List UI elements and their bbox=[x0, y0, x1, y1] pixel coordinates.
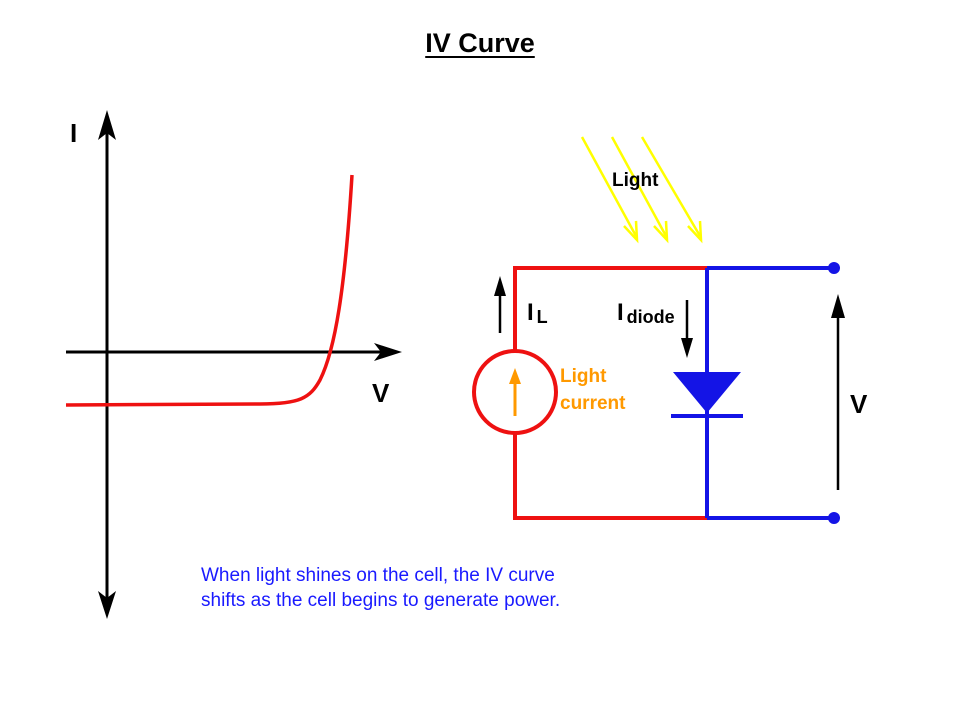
light-ray-3 bbox=[640, 136, 702, 237]
iv-graph: I V bbox=[65, 110, 402, 619]
terminal-bottom bbox=[828, 512, 840, 524]
caption: When light shines on the cell, the IV cu… bbox=[201, 563, 721, 613]
light-label: Light bbox=[612, 170, 659, 191]
voltage-arrow-head bbox=[831, 294, 845, 318]
light-ray-1 bbox=[580, 136, 638, 237]
voltage-label: V bbox=[850, 389, 868, 419]
light-current-label-line1: Light bbox=[560, 366, 607, 387]
caption-line-1: When light shines on the cell, the IV cu… bbox=[201, 565, 555, 586]
terminal-top bbox=[828, 262, 840, 274]
iv-curve bbox=[65, 174, 354, 407]
source-arrow-head bbox=[509, 368, 521, 384]
light-rays bbox=[580, 136, 703, 244]
y-axis-arrow-up bbox=[98, 110, 116, 140]
light-ray-3-head bbox=[687, 220, 703, 244]
blue-wiring bbox=[705, 266, 834, 520]
light-ray-2-head bbox=[653, 220, 669, 244]
x-axis-label: V bbox=[372, 378, 390, 408]
light-ray-1-head bbox=[623, 220, 639, 244]
light-current-label-line2: current bbox=[560, 393, 626, 414]
caption-line-2: shifts as the cell begins to generate po… bbox=[201, 590, 561, 611]
idiode-arrow-head bbox=[681, 338, 693, 358]
il-arrow-head bbox=[494, 276, 506, 296]
x-axis-arrow bbox=[374, 343, 402, 361]
y-axis-label: I bbox=[70, 118, 77, 148]
slide-title: IV Curve bbox=[425, 28, 535, 58]
light-ray-2 bbox=[610, 136, 668, 237]
y-axis-arrow-down bbox=[98, 591, 116, 619]
diode-triangle bbox=[673, 372, 741, 413]
